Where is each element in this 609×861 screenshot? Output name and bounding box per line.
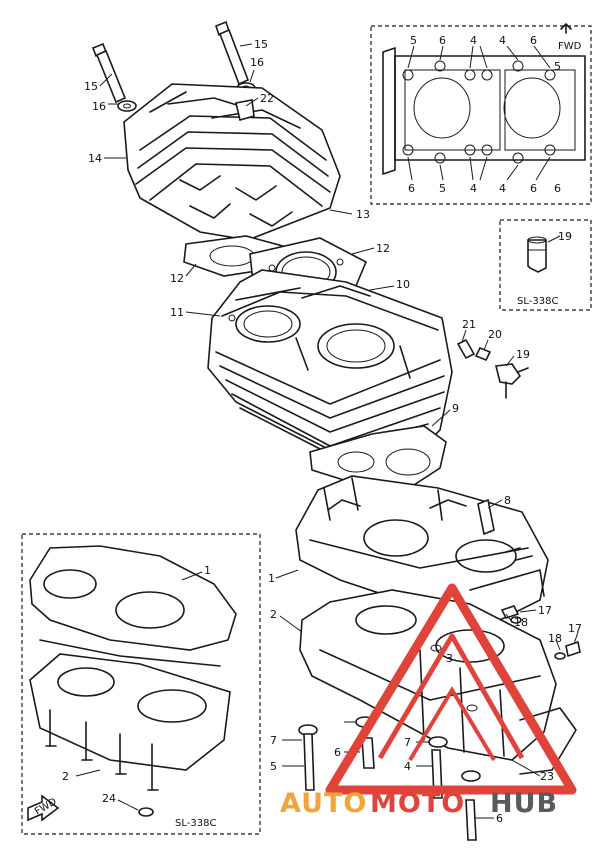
inset-callout-19: 19 [558,230,572,243]
inset-box-19: 19 SL-338C [499,219,592,311]
inset-callout-2: 2 [62,770,69,783]
lower-inset: FWD SL-338C [21,533,261,835]
torque-label-top-5: 6 [530,34,537,47]
cylinder-head [123,83,341,241]
callout-10: 10 [396,278,410,291]
callout-18b: 18 [548,632,562,645]
callout-17b: 17 [568,622,582,635]
torque-label-top-2: 6 [439,34,446,47]
torque-label-bottom-5: 6 [530,182,537,195]
fittings [456,338,529,399]
callout-12a: 12 [170,272,184,285]
torque-label-bottom-3: 4 [470,182,477,195]
inset-callout-1: 1 [204,564,211,577]
callout-12b: 12 [376,242,390,255]
cylinders [207,269,453,467]
callout-14: 14 [88,152,102,165]
callout-numbers: 15 15 16 16 22 14 13 12 12 11 10 9 21 20… [62,38,582,825]
callout-6b: 6 [496,812,503,825]
crankcase-upper [295,475,549,621]
callout-7b: 7 [404,736,411,749]
callout-17a: 17 [538,604,552,617]
watermark-moto: MOTO [370,788,465,819]
callout-23: 23 [540,770,554,783]
small-bolts [500,605,581,660]
callout-2: 2 [270,608,277,621]
callout-3: 3 [446,652,453,665]
torque-label-top-4: 4 [499,34,506,47]
callout-20: 20 [488,328,502,341]
fwd-label-top: FWD [558,41,582,52]
callout-8: 8 [504,494,511,507]
base-gasket [309,425,447,495]
callout-7a: 7 [270,734,277,747]
watermark-logo: AUTO MOTO HUB [280,583,577,819]
callout-5: 5 [270,760,277,773]
leader-lines [75,43,579,819]
head-bolts [91,20,256,112]
inset-code: SL-338C [517,296,558,307]
callout-21: 21 [462,318,476,331]
watermark-auto: AUTO [280,788,367,819]
torque-sequence-panel: 5 6 4 4 6 5 6 5 4 4 6 6 FWD [370,23,592,205]
torque-label-bottom-4: 4 [499,182,506,195]
callout-9: 9 [452,402,459,415]
torque-label-top-3: 4 [470,34,477,47]
torque-label-top-1: 5 [410,34,417,47]
callout-15a: 15 [84,80,98,93]
callout-11: 11 [170,306,184,319]
callout-16a: 16 [92,100,106,113]
callout-1: 1 [268,572,275,585]
fwd-arrow-icon [560,23,572,34]
callout-4: 4 [404,760,411,773]
inset-callout-24: 24 [102,792,116,805]
warning-triangle-icon [325,583,577,795]
fwd-arrow-lower-icon [27,794,60,822]
torque-label-bottom-6: 6 [554,182,561,195]
crankcase-bolts [298,716,481,841]
watermark-hub: HUB [490,788,558,819]
lower-inset-code: SL-338C [175,818,216,829]
torque-label-bottom-2: 5 [439,182,446,195]
callout-16b: 16 [250,56,264,69]
callout-13: 13 [356,208,370,221]
callout-15b: 15 [254,38,268,51]
torque-label-top-6: 5 [554,60,561,73]
callout-19: 19 [516,348,530,361]
torque-label-bottom-1: 6 [408,182,415,195]
callout-22: 22 [260,92,274,105]
callout-6a: 6 [334,746,341,759]
callout-18a: 18 [514,616,528,629]
